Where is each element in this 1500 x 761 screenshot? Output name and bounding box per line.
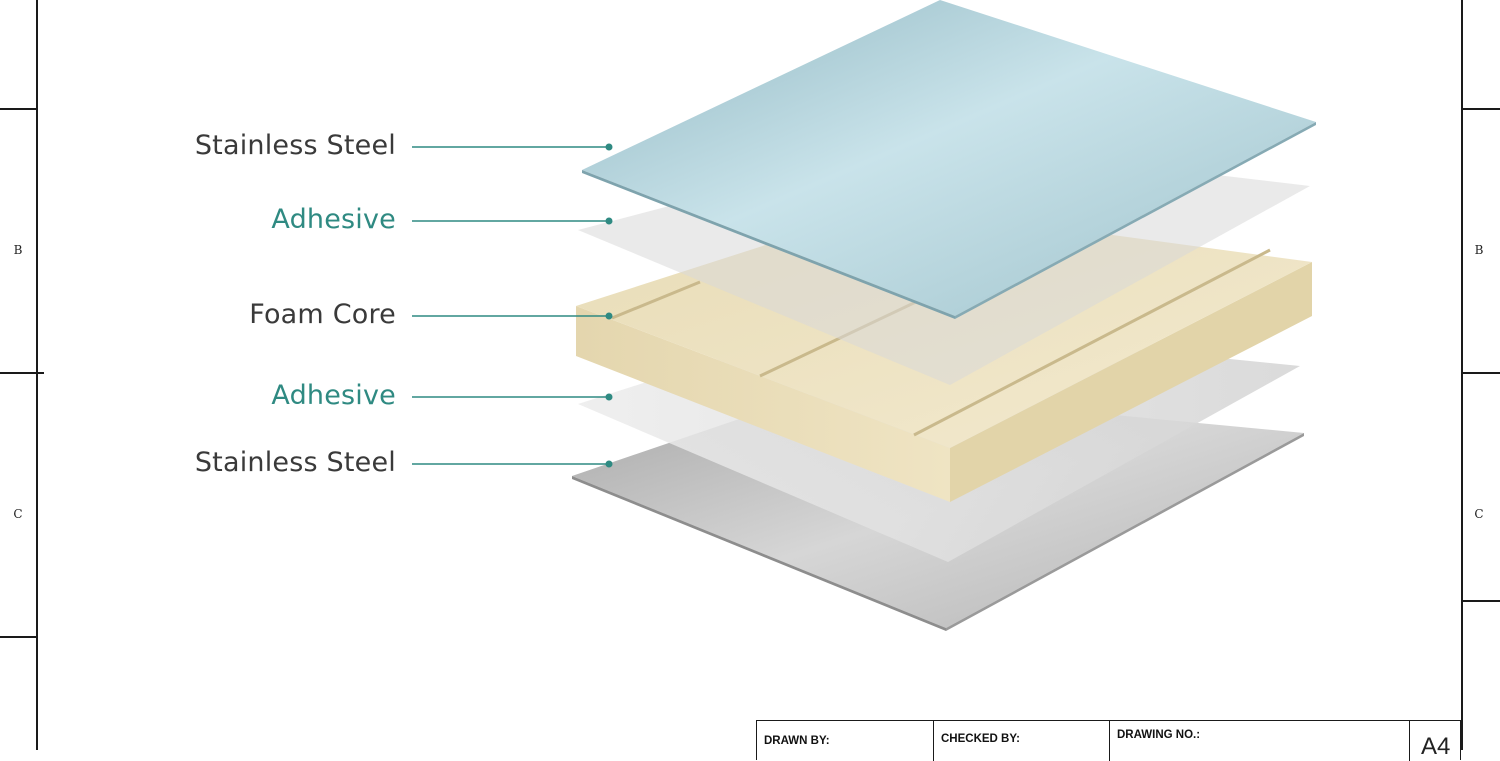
- leader-dot-stainless-steel-top: [605, 143, 613, 151]
- frame-left-border: [36, 0, 38, 750]
- zone-letter-right-c: C: [1474, 507, 1484, 521]
- steel-sheet-top-edge: [582, 170, 955, 319]
- steel-sheet-top: [582, 0, 1316, 316]
- foam-core-groove-3: [913, 248, 1271, 437]
- title-block: DRAWN BY: CHECKED BY: DRAWING NO.: A4: [756, 720, 1461, 761]
- zone-letter-right-b: B: [1474, 243, 1484, 257]
- frame-right-tick-1: [1462, 108, 1500, 110]
- title-block-checked-by-cell: CHECKED BY:: [934, 721, 1110, 761]
- label-adhesive-bottom: Adhesive: [271, 380, 396, 411]
- title-block-drawn-by-cell: DRAWN BY:: [757, 721, 934, 761]
- leader-dot-adhesive-bottom: [605, 393, 613, 401]
- frame-right-tick-3: [1462, 600, 1500, 602]
- title-block-drawing-no-cell: DRAWING NO.:: [1110, 721, 1410, 761]
- steel-sheet-bottom-edge: [572, 476, 946, 631]
- zone-letter-left-c: C: [13, 507, 23, 521]
- checked-by-label: CHECKED BY:: [941, 733, 1021, 745]
- foam-core-right-face: [950, 262, 1312, 502]
- drawing-no-label: DRAWING NO.:: [1117, 729, 1201, 741]
- frame-right-border: [1461, 0, 1463, 750]
- zone-letter-left-b: B: [13, 243, 23, 257]
- label-adhesive-top: Adhesive: [271, 204, 396, 235]
- frame-left-tick-3: [0, 636, 37, 638]
- leader-dot-foam-core: [605, 312, 613, 320]
- steel-sheet-bottom-edge-right: [946, 433, 1304, 631]
- foam-core-groove-1: [611, 280, 701, 320]
- drawn-by-label: DRAWN BY:: [764, 735, 830, 747]
- label-stainless-steel-top: Stainless Steel: [194, 130, 396, 161]
- sheet-size-label: A4: [1421, 733, 1451, 760]
- leader-dot-adhesive-top: [605, 217, 613, 225]
- frame-left-tick-1: [0, 108, 37, 110]
- leader-dot-stainless-steel-bottom: [605, 460, 613, 468]
- steel-sheet-top-edge-right: [955, 122, 1316, 319]
- foam-core-front-face: [576, 306, 950, 502]
- frame-right-tick-2: [1462, 372, 1500, 374]
- frame-left-tick-2: [0, 372, 44, 374]
- label-stainless-steel-bottom: Stainless Steel: [194, 447, 396, 478]
- label-foam-core: Foam Core: [249, 299, 396, 330]
